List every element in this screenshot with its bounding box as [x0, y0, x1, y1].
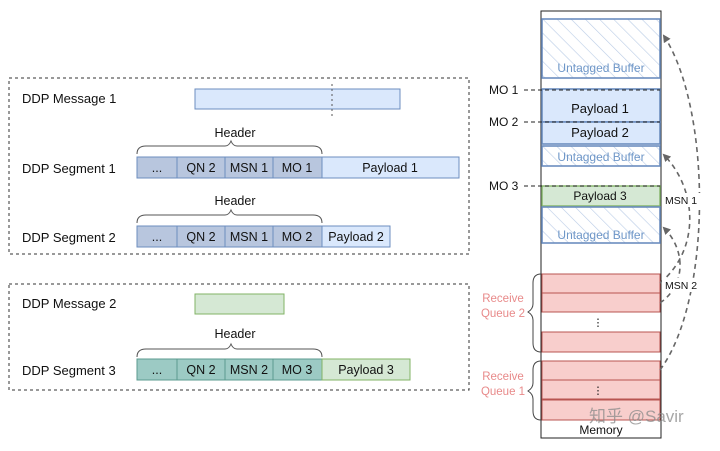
segment-1-cell-ellipsis-text: ...: [152, 161, 162, 175]
memory-payload-3-label: Payload 3: [573, 189, 627, 203]
rq2-slot-1: [541, 273, 661, 294]
ddp-segment-2: ... QN 2 MSN 1 MO 2 Payload 2: [136, 225, 391, 248]
header-label-3: Header: [215, 327, 256, 341]
message-group-1: DDP Message 1 Header DDP Segment 1 ... Q…: [8, 77, 470, 255]
offset-mo3-label: MO 3: [489, 179, 519, 193]
segment-2-cell-msn-text: MSN 1: [230, 230, 268, 244]
untagged-buffer-3: [541, 206, 661, 244]
ddp-segment-2-label: DDP Segment 2: [22, 230, 116, 245]
segment-2-payload: [321, 225, 391, 248]
ddp-segment-1-label: DDP Segment 1: [22, 161, 116, 176]
memory-title: Memory: [579, 423, 622, 437]
segment-1-payload: [321, 156, 460, 179]
untagged-buffer-2: [541, 145, 661, 167]
header-label-1: Header: [215, 126, 256, 140]
offset-mo2-label: MO 2: [489, 115, 519, 129]
segment-2-cell-ellipsis-text: ...: [152, 230, 162, 244]
group-2-frame: [8, 283, 470, 391]
ddp-segment-3-label: DDP Segment 3: [22, 363, 116, 378]
rq1-label-line2: Queue 1: [481, 386, 525, 398]
msn-2-label: MSN 2: [665, 280, 697, 292]
untagged-buffer-3-label: Untagged Buffer: [557, 228, 644, 242]
segment-3-cell-mo-text: MO 3: [282, 363, 313, 377]
untagged-buffer-1: [541, 18, 661, 79]
untagged-buffer-1-label: Untagged Buffer: [557, 61, 644, 75]
ddp-segment-1: ... QN 2 MSN 1 MO 1 Payload 1: [136, 156, 460, 179]
rq1-ellipsis: ⋮: [593, 385, 604, 397]
segment-2-cell-qn-text: QN 2: [186, 230, 215, 244]
msn-2-label-bg: [662, 278, 702, 292]
ddp-message-1-label: DDP Message 1: [22, 91, 116, 106]
segment-1-cell-msn-text: MSN 1: [230, 161, 268, 175]
rq1-brace: [527, 360, 542, 421]
memory-payload-1: [541, 88, 661, 123]
rq2-slot-3: [541, 331, 661, 353]
untagged-buffer-2-label: Untagged Buffer: [557, 150, 644, 164]
rq2-brace: [527, 273, 542, 353]
rq2-ellipsis: ⋮: [593, 317, 604, 329]
memory-payload-2-label: Payload 2: [571, 125, 629, 140]
memory-payload-1-label: Payload 1: [571, 101, 629, 116]
receive-queue-labels: Receive Queue 2 Receive Queue 1: [481, 273, 542, 421]
rq1-slot-3: [541, 399, 661, 421]
arrow-rq2-to-buffer-3: [659, 226, 681, 304]
rq2-label-line2: Queue 2: [481, 308, 525, 320]
segment-2-cell-mo-text: MO 2: [282, 230, 313, 244]
ddp-message-1-bar: [194, 88, 401, 110]
offset-mo1-label: MO 1: [489, 83, 519, 97]
watermark: 知乎 @Savir: [589, 407, 684, 426]
segment-3-payload: [321, 358, 411, 381]
rq1-slot-2: [541, 379, 661, 400]
segment-2-payload-text: Payload 2: [328, 230, 384, 244]
segment-1-cell-qn-text: QN 2: [186, 161, 215, 175]
header-brace-1: [136, 139, 323, 155]
arrow-rq2-to-buffer-2: [659, 153, 691, 284]
segment-3-cell-ellipsis-text: ...: [152, 363, 162, 377]
rq1-slot-1: [541, 360, 661, 381]
segment-1-cell-mo-text: MO 1: [282, 161, 313, 175]
group-1-frame: [8, 77, 470, 255]
header-brace-2: [136, 208, 323, 224]
header-label-2: Header: [215, 194, 256, 208]
memory-offsets: MO 1 MO 2 MO 3: [489, 83, 660, 193]
message-group-2: DDP Message 2 Header DDP Segment 3 ... Q…: [8, 283, 470, 391]
ddp-segment-3: ... QN 2 MSN 2 MO 3 Payload 3: [136, 358, 411, 381]
header-brace-3: [136, 342, 323, 358]
msn-1-label: MSN 1: [665, 195, 697, 207]
msn-1-label-bg: [662, 193, 702, 207]
rq1-label-line1: Receive: [482, 371, 524, 383]
ddp-message-2-label: DDP Message 2: [22, 296, 116, 311]
segment-3-payload-text: Payload 3: [338, 363, 394, 377]
ddp-message-2-bar: [194, 293, 285, 315]
segment-3-cell-qn-text: QN 2: [186, 363, 215, 377]
rq2-label-line1: Receive: [482, 293, 524, 305]
rq2-slot-2: [541, 292, 661, 313]
segment-1-payload-text: Payload 1: [362, 161, 418, 175]
memory-column: Untagged Buffer Payload 1 Payload 2 Unta…: [540, 10, 662, 439]
segment-3-cell-msn-text: MSN 2: [230, 363, 268, 377]
msn-arrows: MSN 1 MSN 2: [659, 34, 702, 371]
